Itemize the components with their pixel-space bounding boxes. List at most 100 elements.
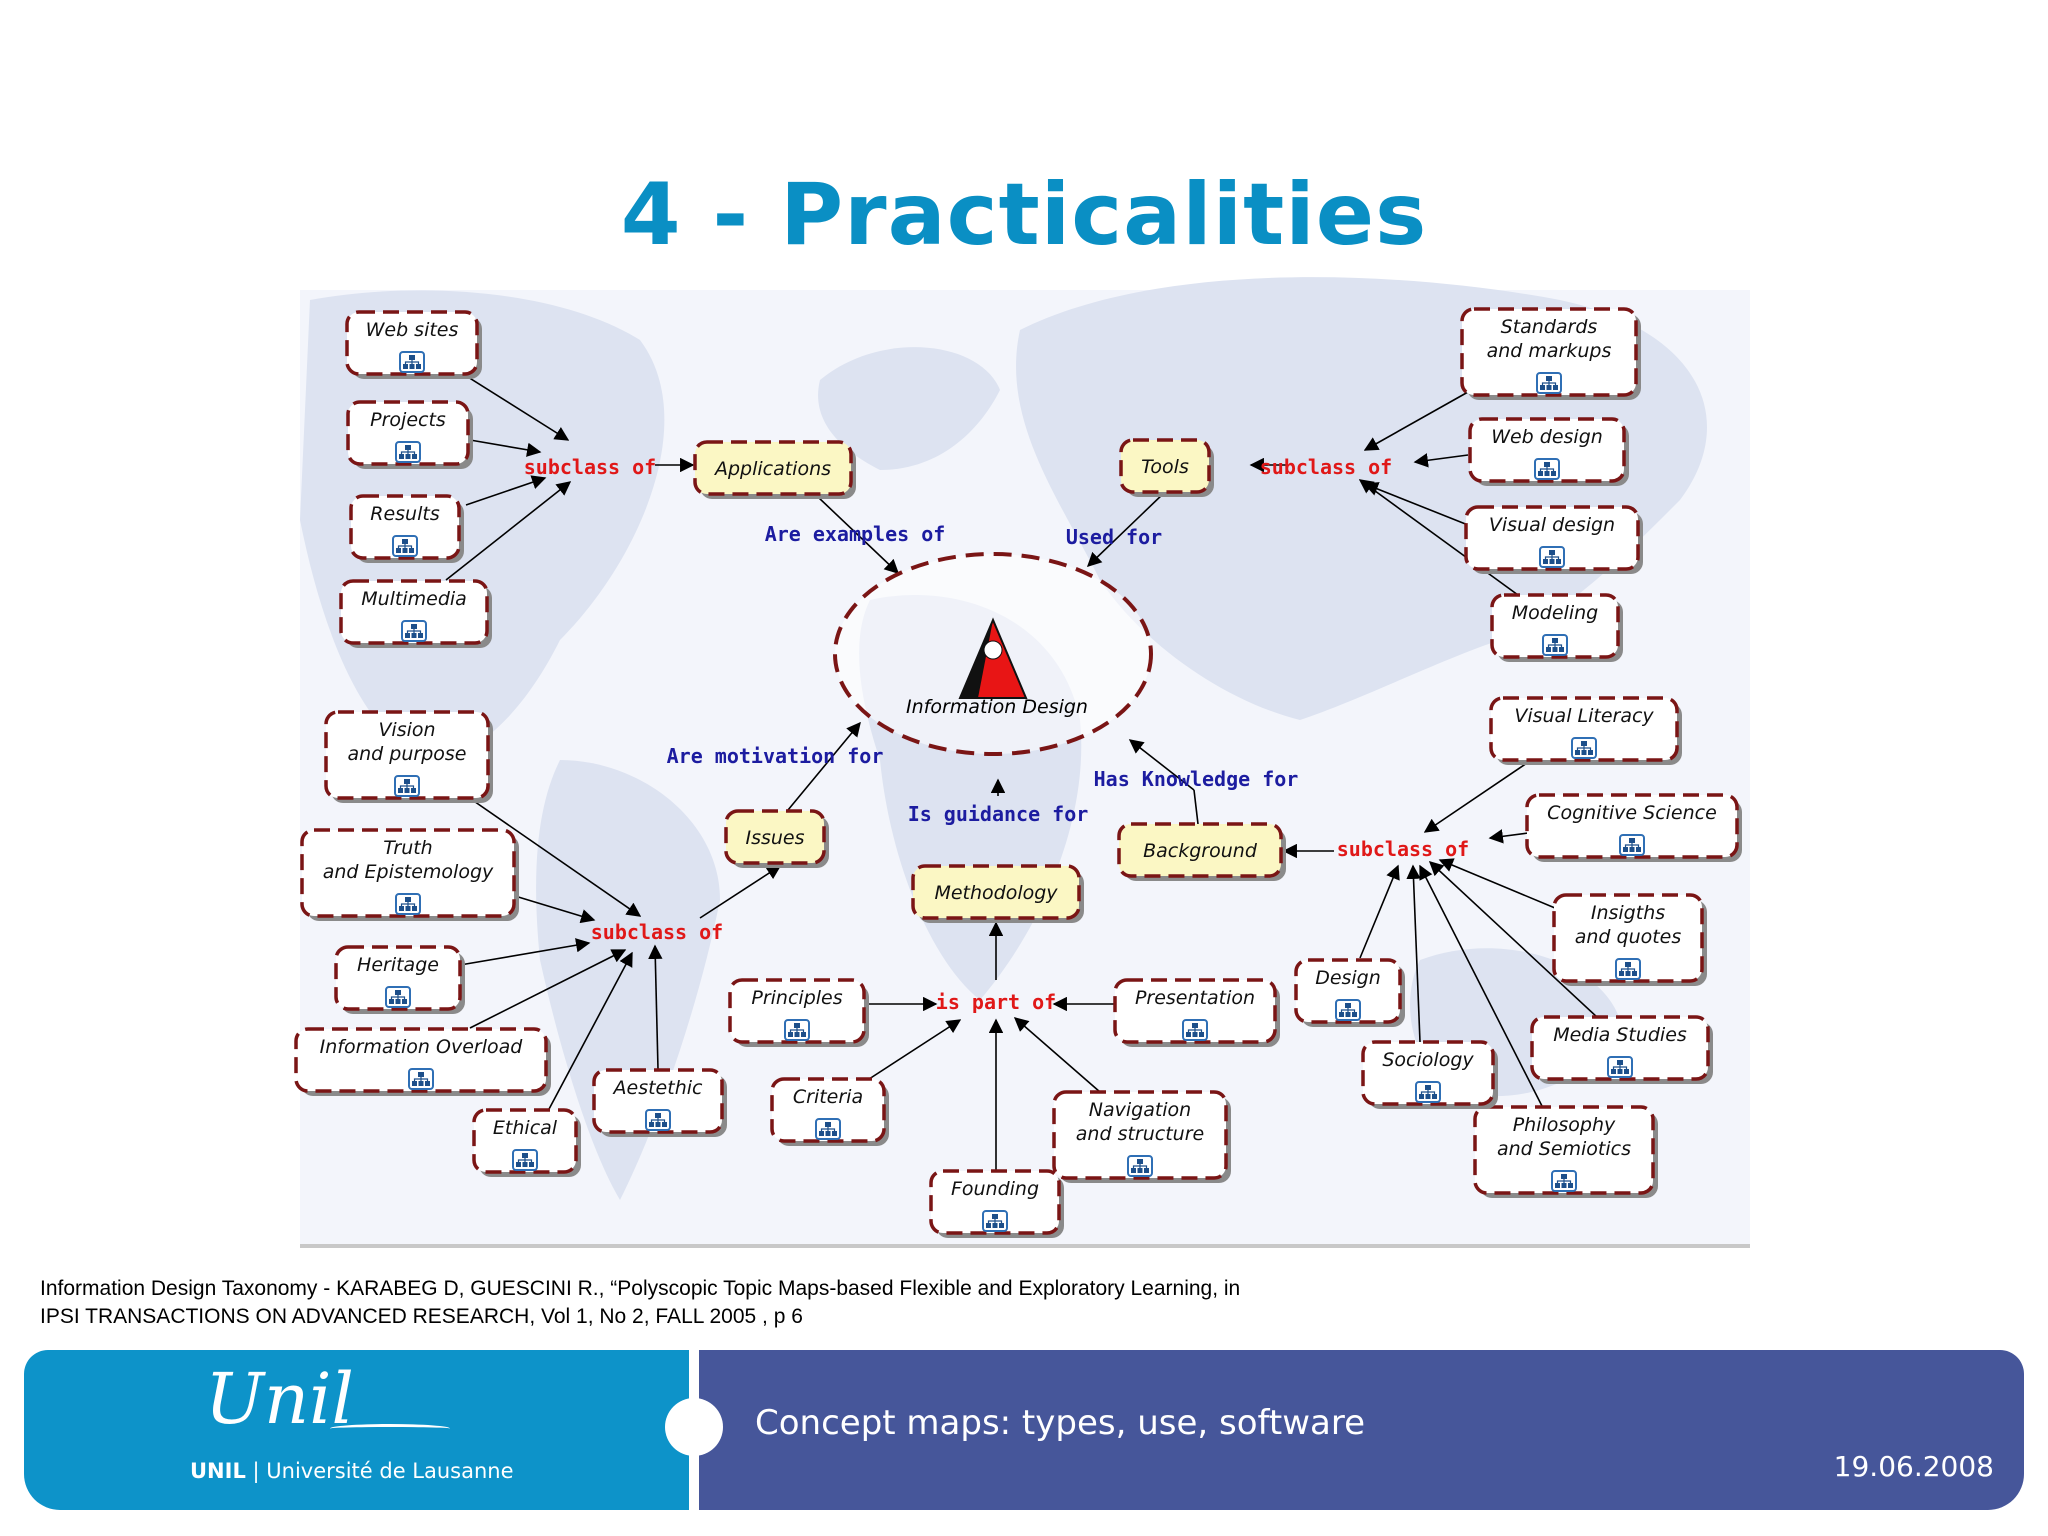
topic-map-icon[interactable] (645, 1109, 671, 1131)
node-box (1552, 893, 1704, 983)
node-box (345, 310, 479, 376)
concept-node-criteria[interactable]: Criteria (770, 1077, 889, 1146)
concept-node-info-overload[interactable]: Information Overload (294, 1027, 551, 1096)
concept-node-web-design[interactable]: Web design (1468, 417, 1629, 486)
node-box (294, 1027, 548, 1093)
hub-node-tools[interactable]: Tools (1119, 438, 1214, 497)
topic-map-icon[interactable] (1335, 999, 1361, 1021)
concept-node-media-studies[interactable]: Media Studies (1530, 1015, 1713, 1084)
topic-map-icon[interactable] (815, 1118, 841, 1140)
topic-map-icon[interactable] (1182, 1019, 1208, 1041)
topic-map-icon[interactable] (1415, 1081, 1441, 1103)
node-box (728, 978, 866, 1044)
node-box (1119, 438, 1211, 494)
relation-label-are-examples-of: Are examples of (765, 522, 946, 546)
node-label: Design (1315, 967, 1381, 989)
node-box (472, 1108, 578, 1174)
topic-map-icon[interactable] (408, 1068, 434, 1090)
topic-map-icon[interactable] (1571, 737, 1597, 759)
concept-node-results[interactable]: Results (349, 494, 464, 563)
topic-map-icon[interactable] (1615, 958, 1641, 980)
node-label: Presentation (1135, 987, 1255, 1009)
node-label: Results (370, 503, 440, 525)
node-box (911, 864, 1081, 920)
concept-node-multimedia[interactable]: Multimedia (339, 579, 492, 648)
node-box (1052, 1090, 1228, 1180)
node-box (1489, 696, 1679, 762)
topic-map-icon[interactable] (1619, 834, 1645, 856)
relation-arrow (817, 496, 900, 574)
center-node-information-design[interactable]: Information Design (833, 552, 1153, 756)
concept-node-modeling[interactable]: Modeling (1490, 593, 1623, 662)
concept-node-aestethic[interactable]: Aestethic (592, 1068, 727, 1137)
node-label: Media Studies (1553, 1024, 1687, 1046)
relation-label-subclass-of: subclass of (591, 920, 723, 944)
node-label: Visual Literacy (1514, 705, 1654, 727)
relation-arrow (1406, 864, 1421, 1043)
node-box (1525, 793, 1739, 859)
concept-node-ethical[interactable]: Ethical (472, 1108, 581, 1177)
hub-node-background[interactable]: Background (1117, 822, 1286, 881)
topic-map-icon[interactable] (399, 351, 425, 373)
node-label: Tools (1141, 456, 1189, 478)
concept-node-founding[interactable]: Founding (929, 1169, 1064, 1238)
node-label: and Semiotics (1497, 1138, 1631, 1160)
relation-label-subclass-of: subclass of (1260, 455, 1392, 479)
node-box (1361, 1040, 1495, 1106)
topic-map-icon[interactable] (395, 893, 421, 915)
institution-short: UNIL (190, 1459, 246, 1483)
topic-map-icon[interactable] (1534, 458, 1560, 480)
relation-arrow (1419, 864, 1544, 1109)
concept-node-principles[interactable]: Principles (728, 978, 869, 1047)
presentation-title: Concept maps: types, use, software (755, 1403, 1366, 1443)
topic-map-icon[interactable] (512, 1149, 538, 1171)
node-label: Modeling (1512, 602, 1598, 624)
concept-node-sociology[interactable]: Sociology (1361, 1040, 1498, 1109)
node-label: and structure (1076, 1123, 1204, 1145)
concept-node-heritage[interactable]: Heritage (334, 945, 465, 1014)
concept-node-projects[interactable]: Projects (346, 400, 473, 469)
topic-map-icon[interactable] (392, 535, 418, 557)
topic-map-icon[interactable] (385, 986, 411, 1008)
topic-map-icon[interactable] (394, 775, 420, 797)
topic-map-icon[interactable] (1127, 1155, 1153, 1177)
topic-map-icon[interactable] (1539, 546, 1565, 568)
node-box (334, 945, 462, 1011)
concept-node-design[interactable]: Design (1294, 958, 1405, 1027)
topic-map-icon[interactable] (1607, 1056, 1633, 1078)
concept-node-presentation[interactable]: Presentation (1113, 978, 1280, 1047)
relation-arrow (514, 895, 596, 924)
relation-label-is-guidance-for: Is guidance for (908, 802, 1089, 826)
node-label: Information Overload (320, 1036, 524, 1058)
relation-arrow (459, 371, 570, 441)
relation-arrow (648, 944, 663, 1070)
topic-map-icon[interactable] (982, 1210, 1008, 1232)
node-label: Web sites (366, 319, 459, 341)
node-label: Navigation (1089, 1099, 1191, 1121)
relation-arrow (1358, 479, 1519, 596)
topic-map-icon[interactable] (395, 441, 421, 463)
topic-map-icon[interactable] (1536, 372, 1562, 394)
concept-node-web-sites[interactable]: Web sites (345, 310, 482, 379)
topic-map-icon[interactable] (1551, 1170, 1577, 1192)
concept-node-visual-literacy[interactable]: Visual Literacy (1489, 696, 1682, 765)
node-label: and quotes (1575, 926, 1682, 948)
hub-node-methodology[interactable]: Methodology (911, 864, 1084, 923)
node-label: Web design (1491, 426, 1603, 448)
node-box (1460, 307, 1638, 397)
hub-node-issues[interactable]: Issues (724, 809, 829, 868)
concept-node-cognitive-science[interactable]: Cognitive Science (1525, 793, 1742, 862)
topic-map-icon[interactable] (401, 620, 427, 642)
relation-arrow (1128, 739, 1195, 791)
concept-node-visual-design[interactable]: Visual design (1464, 505, 1643, 574)
topic-map-icon[interactable] (784, 1019, 810, 1041)
topic-map-icon[interactable] (1542, 634, 1568, 656)
hub-node-applications[interactable]: Applications (693, 440, 856, 499)
node-label: and markups (1487, 340, 1612, 362)
